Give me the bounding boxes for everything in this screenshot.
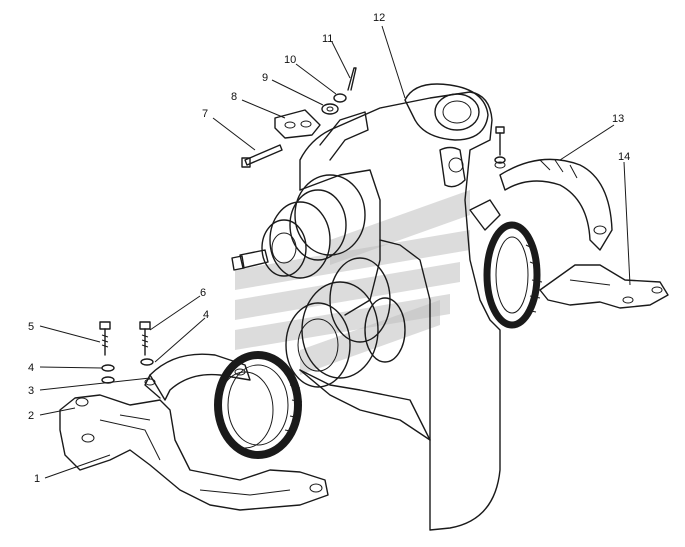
right-support-bracket (469, 199, 669, 309)
callout-1: 1 (34, 473, 40, 485)
callout-10: 10 (284, 54, 296, 66)
cotter-pin-11 (347, 67, 357, 91)
callout-4-left: 4 (28, 362, 34, 374)
callout-6: 6 (200, 287, 206, 299)
left-support-bracket (59, 394, 329, 511)
callout-11: 11 (322, 33, 333, 45)
lower-gear-stack (285, 257, 406, 388)
callout-7: 7 (202, 108, 208, 120)
left-bearing (214, 351, 303, 459)
watermark-logo (235, 190, 470, 375)
left-bearing-cap (144, 353, 251, 401)
callout-8: 8 (231, 91, 237, 103)
bolt-top-right (494, 126, 506, 164)
nut-9 (321, 103, 339, 115)
callout-14: 14 (618, 151, 630, 163)
callout-12: 12 (373, 12, 385, 24)
bolt-5 (99, 321, 111, 356)
washer-10 (333, 93, 347, 103)
bolt-6 (139, 321, 151, 356)
callout-5: 5 (28, 321, 34, 333)
right-bearing-cap (494, 158, 613, 251)
callout-labels: 1 2 3 4 4 5 6 7 8 9 10 11 12 13 14 (28, 12, 630, 485)
washer-4-left (101, 358, 154, 384)
callout-4-right: 4 (203, 309, 209, 321)
pin-7 (241, 144, 283, 168)
callout-2: 2 (28, 410, 34, 422)
right-bearing (483, 221, 543, 329)
upper-gear-stack (231, 174, 366, 279)
leader-lines (39, 25, 631, 479)
lock-plate-8 (274, 109, 321, 139)
callout-13: 13 (612, 113, 624, 125)
callout-3: 3 (28, 385, 34, 397)
callout-9: 9 (262, 72, 268, 84)
